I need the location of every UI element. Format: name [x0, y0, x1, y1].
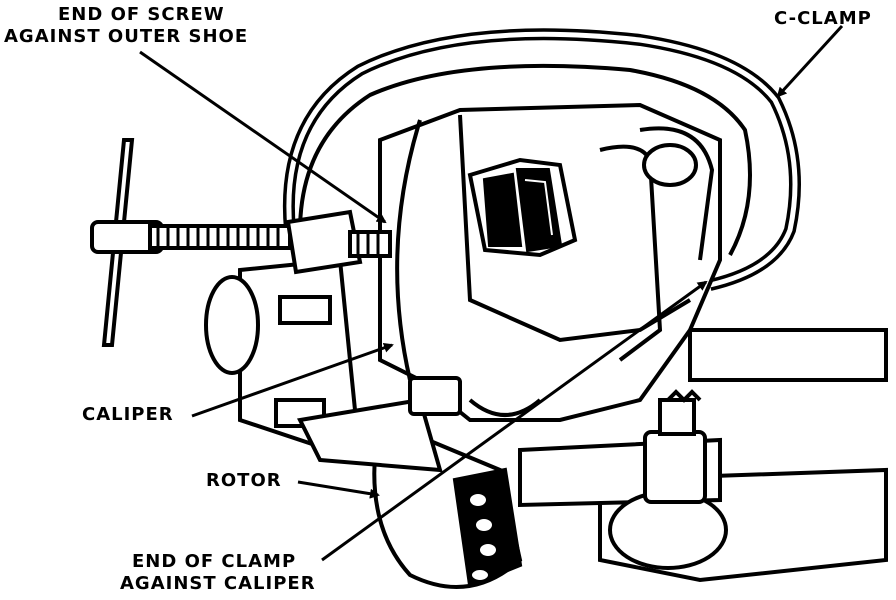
leader-lines [139, 24, 844, 562]
caliper-body [378, 102, 722, 422]
c-clamp-screw [90, 138, 392, 347]
label-caliper: CALIPER [82, 404, 174, 425]
wheel-hub [204, 257, 443, 473]
label-end-of-screw-line1: END OF SCREW [58, 4, 225, 25]
leader-cclamp [776, 24, 844, 98]
tie-rod-end [608, 389, 728, 570]
label-end-of-screw-line2: AGAINST OUTER SHOE [4, 26, 249, 47]
label-end-of-clamp-line1: END OF CLAMP [132, 551, 297, 572]
label-end-of-clamp: END OF CLAMP AGAINST CALIPER [120, 551, 316, 595]
screw-thread [148, 224, 292, 250]
label-end-of-screw: END OF SCREW AGAINST OUTER SHOE [4, 4, 248, 48]
leader-clamp-end [321, 280, 708, 562]
leader-rotor [297, 480, 380, 499]
label-rotor: ROTOR [206, 470, 282, 491]
leader-screw [139, 50, 387, 224]
leader-caliper [191, 342, 394, 418]
label-c-clamp: C-CLAMP [774, 8, 872, 29]
label-end-of-clamp-line2: AGAINST CALIPER [120, 573, 316, 594]
c-clamp-frame [282, 28, 801, 291]
